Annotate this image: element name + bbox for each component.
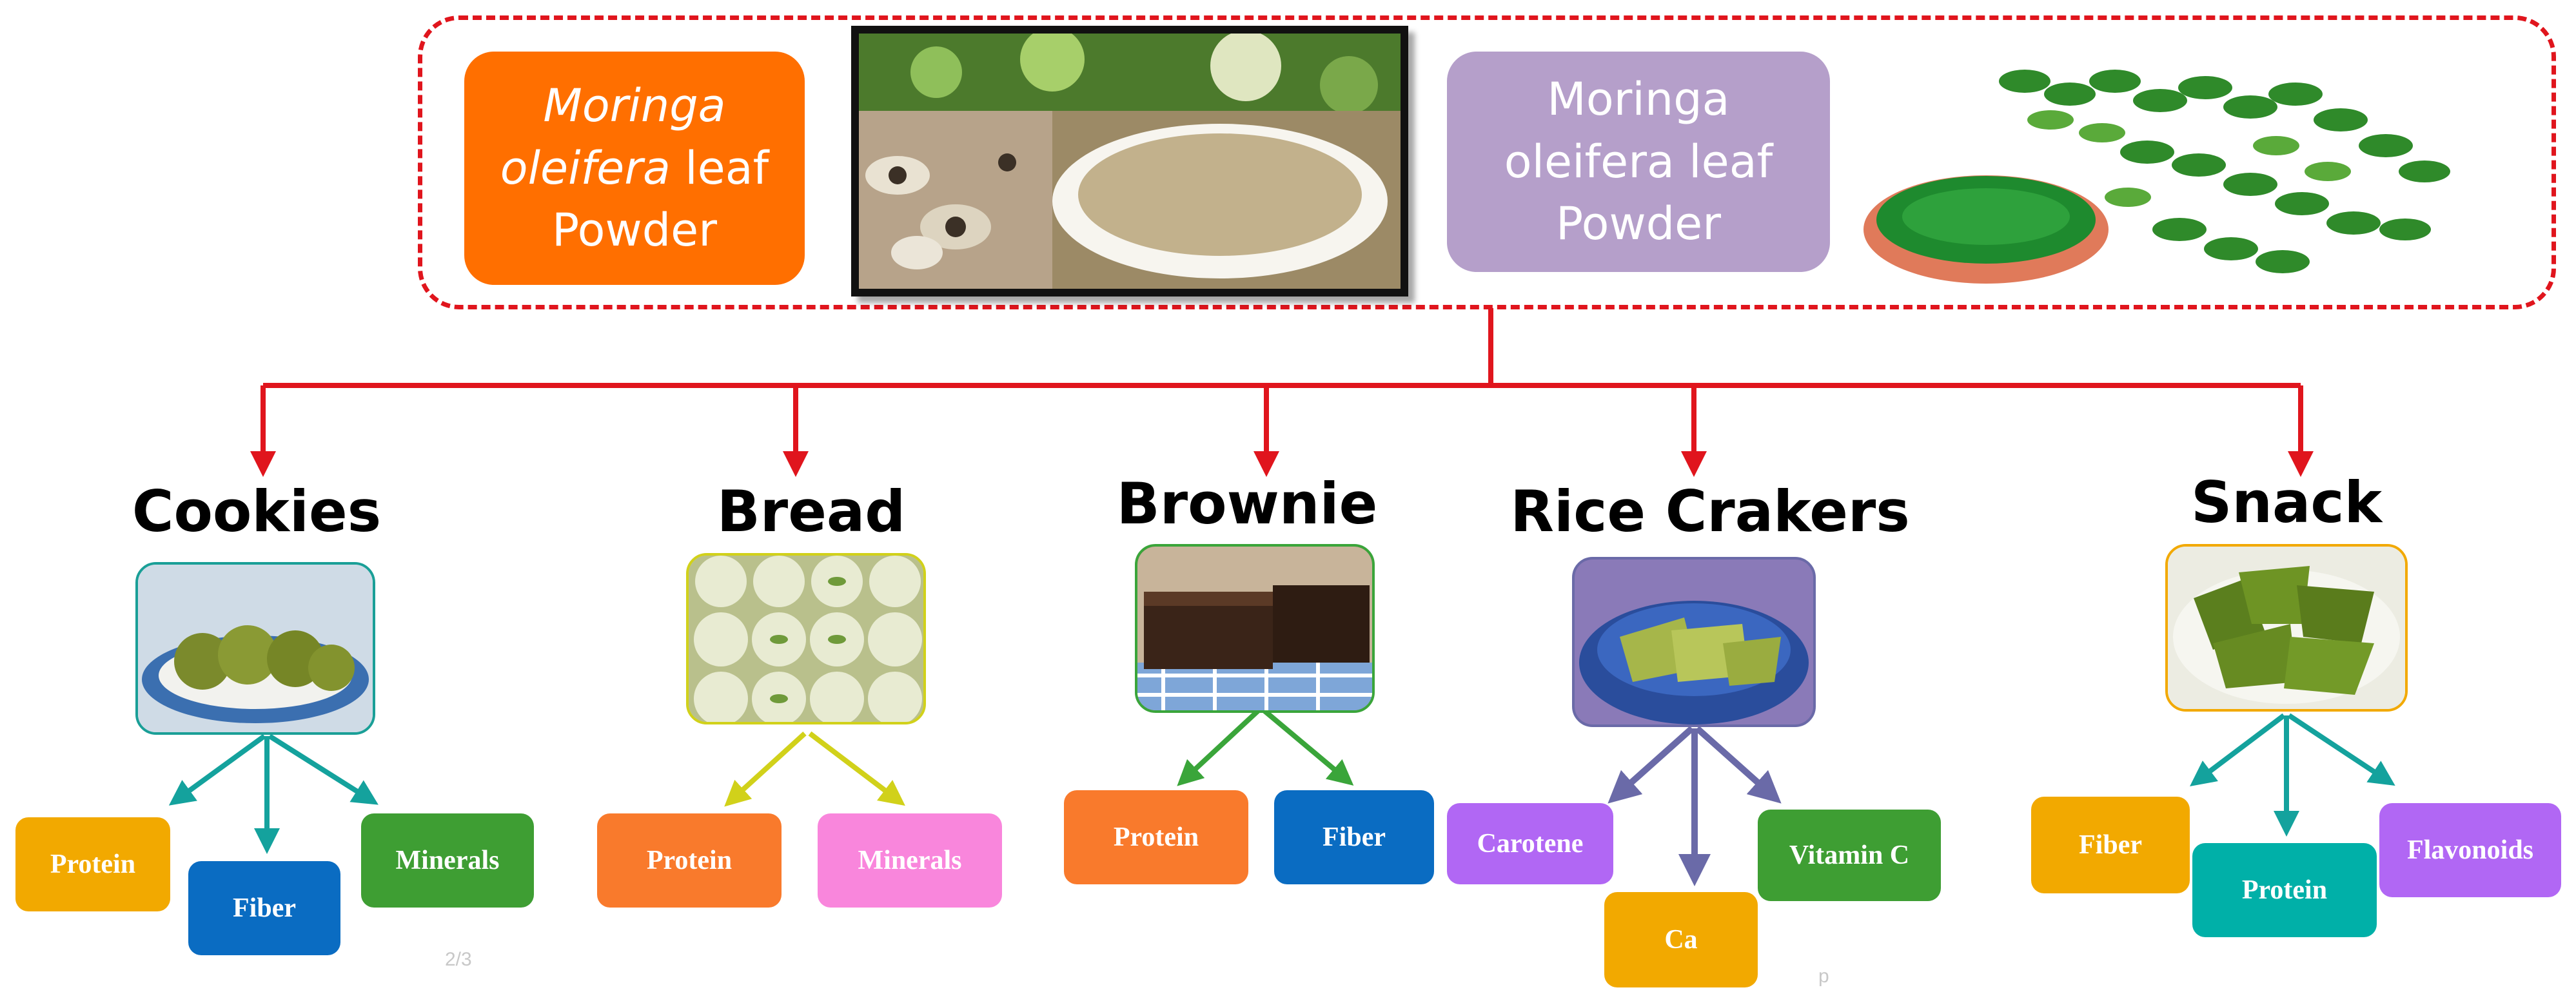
moringa-seeds-powder-photo	[851, 26, 1408, 296]
arrow-cookies-protein	[168, 734, 266, 806]
product-label-bread: Bread	[716, 478, 906, 545]
cookies-photo	[135, 562, 375, 735]
arrow-brownie-fiber	[1262, 708, 1354, 786]
faint-mark-left: 2/3	[445, 949, 472, 970]
product-label-snack: Snack	[2190, 469, 2383, 536]
snack-protein-box: Protein	[2192, 843, 2377, 937]
brownie-protein-box: Protein	[1064, 790, 1248, 884]
arrow-bread-protein	[724, 732, 807, 807]
cookies-fiber-box: Fiber	[188, 861, 340, 955]
rice-vitamin-c-box: Vitamin C	[1758, 810, 1941, 901]
product-label-cookies: Cookies	[132, 478, 382, 545]
title-plain: leaf Powder	[551, 141, 769, 257]
title-italic: Moringa oleifera	[500, 79, 726, 195]
cookies-protein-box: Protein	[15, 817, 170, 911]
bread-photo	[686, 553, 926, 724]
snack-fiber-box: Fiber	[2031, 797, 2190, 893]
faint-mark-right: p	[1818, 966, 1829, 987]
rice-carotene-box: Carotene	[1447, 803, 1613, 884]
header-frame	[418, 15, 2556, 309]
rice-ca-box: Ca	[1604, 892, 1758, 987]
product-label-brownie: Brownie	[1116, 471, 1378, 537]
cookies-minerals-box: Minerals	[361, 813, 534, 908]
snack-photo	[2165, 544, 2408, 712]
arrow-bread-minerals	[808, 731, 905, 806]
title-box-right: Moringa oleifera leaf Powder	[1447, 52, 1830, 272]
brownie-fiber-box: Fiber	[1274, 790, 1434, 884]
product-label-rice-crakers: Rice Crakers	[1510, 478, 1910, 545]
arrow-snack-flavonoids	[2287, 713, 2395, 786]
brownie-photo	[1135, 544, 1375, 713]
arrow-rice-carotene	[1608, 726, 1695, 804]
title-box-left: Moringa oleifera leaf Powder	[464, 52, 805, 285]
title-right-text: Moringa oleifera leaf Powder	[1504, 73, 1773, 251]
moringa-leaves-bowl-photo	[1857, 36, 2489, 294]
bread-minerals-box: Minerals	[818, 813, 1002, 908]
arrow-rice-vitamin-c	[1695, 726, 1782, 804]
rice-crakers-photo	[1572, 557, 1816, 727]
arrow-snack-fiber	[2190, 713, 2286, 787]
bread-protein-box: Protein	[597, 813, 782, 908]
arrow-brownie-protein	[1177, 708, 1261, 786]
snack-flavonoids-box: Flavonoids	[2379, 803, 2561, 897]
arrow-cookies-minerals	[268, 734, 379, 805]
